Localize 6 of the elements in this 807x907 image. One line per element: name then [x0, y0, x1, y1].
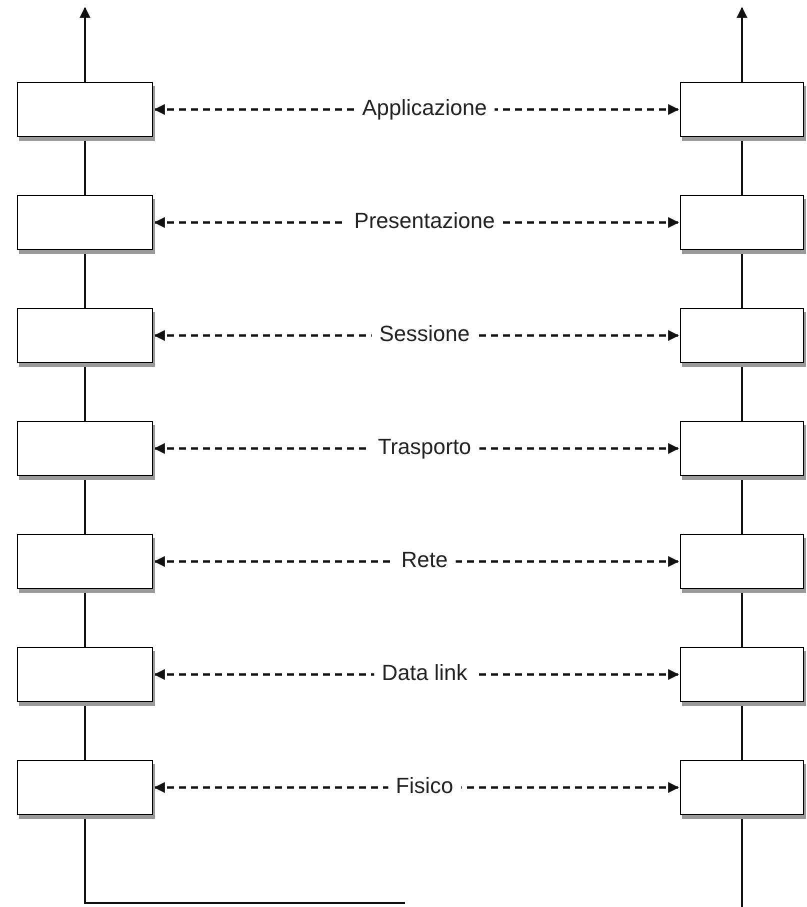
arrow — [80, 6, 90, 82]
arrow — [154, 556, 680, 567]
edge-label: Fisico — [388, 774, 462, 796]
arrow — [736, 6, 748, 82]
edge-label: Data link — [374, 662, 476, 684]
edge-label: Rete — [393, 548, 456, 570]
